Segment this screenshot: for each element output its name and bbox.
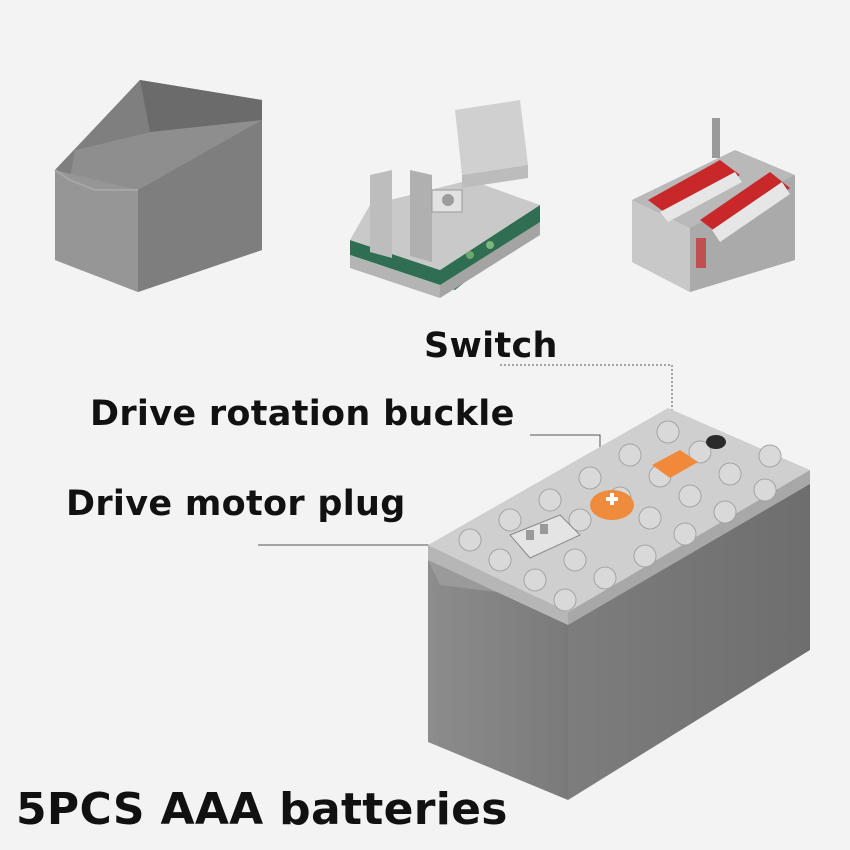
batteries-caption: 5PCS AAA batteries <box>16 784 508 835</box>
aaa-battery-icon <box>700 172 790 242</box>
drive-motor-plug <box>509 514 581 559</box>
port-hole <box>706 435 726 449</box>
empty-housing-part <box>54 80 262 292</box>
drive-rotation-buckle-callout-label: Drive rotation buckle <box>90 394 515 434</box>
aaa-battery-icon <box>648 160 742 222</box>
battery-holder-part <box>632 118 795 292</box>
drive-rotation-buckle <box>590 490 634 520</box>
switch-callout-label: Switch <box>424 326 558 366</box>
stud-grid <box>458 420 782 612</box>
switch <box>652 450 698 478</box>
drive-motor-plug-callout-label: Drive motor plug <box>66 484 406 524</box>
inner-module-part <box>350 100 540 298</box>
battery-box <box>428 408 810 800</box>
